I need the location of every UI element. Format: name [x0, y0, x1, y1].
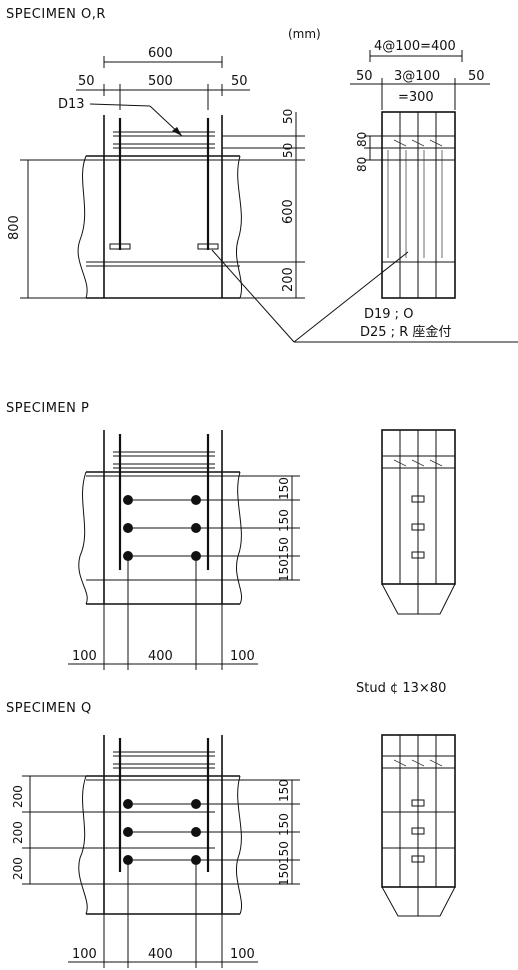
washer-plate-left — [109, 243, 131, 250]
specimen-p-section: SPECIMEN P 150 150 — [6, 401, 456, 670]
q-dim-b100b: 100 — [230, 947, 255, 962]
side-dim-v80b: 80 — [355, 157, 369, 172]
bar-label-d13: D13 — [58, 97, 85, 112]
side-dim-mid-b: =300 — [398, 90, 434, 105]
side-dim-top: 4@100=400 — [374, 39, 456, 54]
side-dim-left: 50 — [356, 69, 373, 84]
dim-v50b: 50 — [281, 143, 295, 158]
dim-left-50: 50 — [78, 74, 95, 89]
dim-v200: 200 — [281, 267, 296, 292]
specimen-or-title: SPECIMEN O,R — [6, 7, 106, 22]
side-dim-right: 50 — [468, 69, 485, 84]
q-dim-r150d: 150 — [277, 863, 291, 886]
stud-label: Stud ¢ 13×80 — [356, 681, 446, 696]
q-dim-l200c: 200 — [11, 857, 25, 880]
q-dim-l200b: 200 — [11, 821, 25, 844]
note-d19: D19 ; O — [364, 307, 413, 322]
dim-v50a: 50 — [281, 109, 295, 124]
q-dim-b400: 400 — [148, 947, 173, 962]
q-dim-r150b: 150 — [277, 813, 291, 836]
specimen-q-title: SPECIMEN Q — [6, 701, 92, 716]
washer-plate-right — [197, 243, 219, 250]
q-dim-r150c: 150 — [277, 841, 291, 864]
dim-v600: 600 — [281, 199, 296, 224]
p-dim-b100b: 100 — [230, 649, 255, 664]
p-dim-v150c: 150 — [277, 537, 291, 560]
specimen-q-section: SPECIMEN Q 200 2 — [6, 701, 456, 968]
specimen-or-section: SPECIMEN O,R (mm) 600 50 500 50 D13 — [6, 7, 518, 343]
p-dim-b400: 400 — [148, 649, 173, 664]
q-dim-b100a: 100 — [72, 947, 97, 962]
specimen-p-title: SPECIMEN P — [6, 401, 89, 416]
p-dim-b100a: 100 — [72, 649, 97, 664]
p-dim-v150a: 150 — [277, 477, 291, 500]
dim-600: 600 — [148, 46, 173, 61]
p-dim-v150d: 150 — [277, 559, 291, 582]
q-dim-r150a: 150 — [277, 779, 291, 802]
side-dim-mid-a: 3@100 — [394, 69, 440, 84]
q-dim-l200a: 200 — [11, 785, 25, 808]
dim-800: 800 — [7, 215, 22, 240]
dim-right-50: 50 — [231, 74, 248, 89]
p-dim-v150b: 150 — [277, 509, 291, 532]
unit-label: (mm) — [288, 27, 321, 41]
note-d25: D25 ; R 座金付 — [360, 324, 451, 340]
dim-500: 500 — [148, 74, 173, 89]
side-dim-v80a: 80 — [355, 132, 369, 147]
